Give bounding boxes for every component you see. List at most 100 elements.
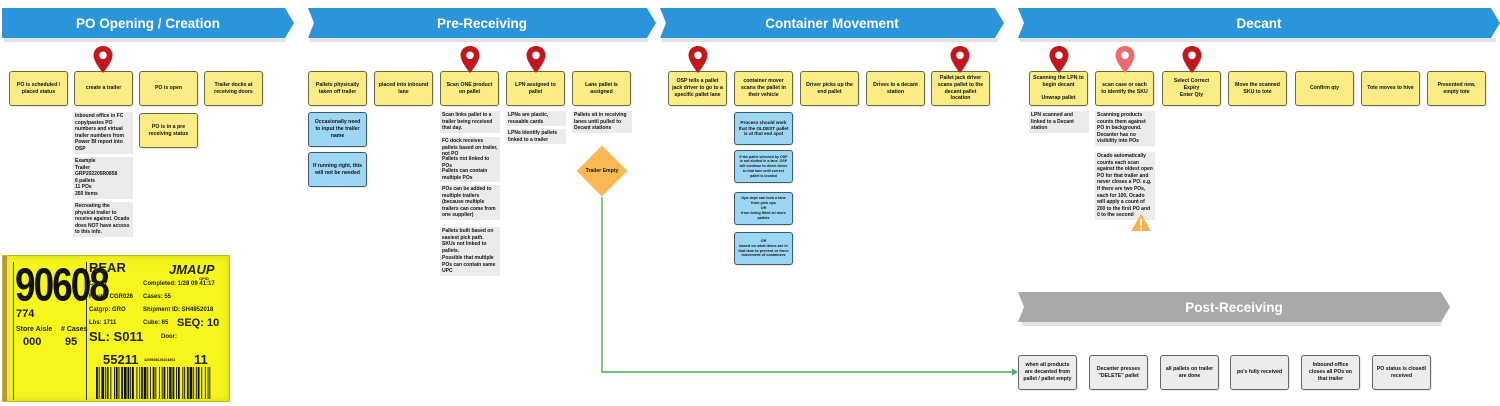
sticky-scan-case[interactable]: scan case or each to identify the SKU: [1095, 71, 1154, 106]
sticky-mover-scans[interactable]: container mover scans the pallet in thei…: [734, 71, 793, 106]
label-store-number: 90608: [15, 259, 110, 311]
note-pick-path: Pallets built based on easiest pick path…: [440, 227, 500, 256]
label-catgrp: Catgrp: GRO: [89, 307, 126, 313]
barcode-bar: [184, 367, 186, 399]
phase-decant: Decant: [1018, 8, 1500, 38]
note-dock-receives: FC dock receives pallets based on traile…: [440, 137, 500, 159]
sticky-close-pos[interactable]: Inbound office closes all POs on that tr…: [1301, 355, 1360, 390]
phase-title: Post-Receiving: [1185, 299, 1283, 315]
barcode-bar: [172, 367, 175, 399]
note-pallets-not-linked: Pallets not linked to POs: [440, 155, 500, 171]
label-cases-line: Cases: 55: [143, 294, 172, 300]
note-ocado-counts: Ocado automatically counts each scan aga…: [1095, 152, 1155, 220]
barcode-bar: [177, 367, 180, 399]
sticky-create-trailer[interactable]: create a trailer: [74, 71, 133, 106]
sticky-driver-scans-decant[interactable]: Pallet jack driver scans pallet to the d…: [931, 71, 990, 106]
sticky-po-scheduled[interactable]: PO is scheduled / placed status: [9, 71, 68, 106]
phase-pre-receiving: Pre-Receiving: [308, 8, 656, 38]
sticky-po-closed[interactable]: PO status is closed/ received: [1372, 355, 1431, 390]
label-edge: [3, 256, 7, 401]
barcode-bar: [118, 367, 120, 399]
sticky-select-expiry[interactable]: Select Correct Expiry Enter Qty: [1162, 71, 1221, 106]
sticky-osp-tells-driver[interactable]: OSP tells a pallet jack driver to go to …: [668, 71, 727, 106]
sticky-lpn-assigned[interactable]: LPN assigned to pallet: [506, 71, 565, 106]
barcode-bar: [123, 367, 127, 399]
barcode-bar: [130, 367, 132, 399]
barcode-bar: [167, 367, 168, 399]
label-cube: Cube: 65: [143, 320, 169, 326]
barcode-bar: [143, 367, 147, 399]
location-pin-icon: [688, 46, 708, 73]
sticky-pre-receiving-status[interactable]: PO is in a pre receiving status: [139, 113, 198, 148]
phase-title: Pre-Receiving: [436, 15, 528, 31]
sticky-pallet-not-slotted[interactable]: If the pallet selected by OSP is not slo…: [734, 150, 793, 183]
sticky-inbound-lane[interactable]: placed into inbound lane: [374, 71, 433, 106]
note-lpn-cards: LPNs are plastic, reusable cards: [506, 111, 566, 127]
sticky-driver-picks-up[interactable]: Driver picks up the end pallet: [800, 71, 859, 106]
barcode-bar: [207, 367, 209, 399]
sticky-confirm-qty[interactable]: Confirm qty: [1295, 71, 1354, 106]
location-pin-icon: [1182, 46, 1202, 73]
barcode-bar: [150, 367, 151, 399]
phase-post-receiving: Post-Receiving: [1018, 292, 1450, 322]
barcode-bar: [101, 367, 105, 399]
sticky-input-trailer-name[interactable]: Occasionally need to input the trailer n…: [308, 112, 367, 147]
barcode-bar: [193, 367, 195, 399]
note-scanning-counts: Scanning products counts them against PO…: [1095, 111, 1155, 146]
label-barcode-suffix: 11: [194, 352, 208, 367]
sticky-tote-to-hive[interactable]: Tote moves to hive: [1361, 71, 1420, 106]
phase-title: Container Movement: [765, 15, 899, 31]
label-left-column: [13, 262, 87, 400]
location-pin-icon: [460, 46, 480, 73]
barcode-bar: [201, 367, 203, 399]
note-inbound-office: Inbound office in FC copy/pastes PO numb…: [73, 112, 133, 154]
decision-label: Trailer Empty: [585, 168, 619, 174]
location-pin-icon: [93, 46, 113, 73]
barcode-bar: [106, 367, 109, 399]
sticky-new-tote[interactable]: Presented new, empty tote: [1427, 71, 1486, 106]
barcode-bar: [96, 367, 98, 399]
barcode-bar: [161, 367, 163, 399]
location-pin-icon: [526, 46, 546, 73]
barcode-bar: [209, 367, 211, 399]
sticky-lock-lane[interactable]: Ops dept can lock a lane from pick ups O…: [734, 192, 793, 225]
sticky-po-open[interactable]: PO is open: [139, 71, 198, 106]
sticky-scan-one-product[interactable]: Scan ONE product on pallet: [440, 71, 499, 106]
note-lpn-linked: LPN scanned and linked to a Decant stati…: [1029, 111, 1089, 133]
phase-title: PO Opening / Creation: [75, 15, 220, 31]
sticky-scan-lpn-decant[interactable]: Scanning the LPN to begin decant Unwrap …: [1029, 71, 1088, 106]
sticky-pallets-off-trailer[interactable]: Pallets physically taken off trailer: [308, 71, 367, 106]
warning-icon: [1131, 214, 1151, 231]
barcode-bar: [159, 367, 160, 399]
note-multiple-trailers: POs can be added to multiple trailers (b…: [440, 185, 500, 220]
sticky-oldest-pallet[interactable]: Process should work that the OLDEST pall…: [734, 112, 793, 145]
sticky-drives-to-decant[interactable]: Drives to a decant station: [866, 71, 925, 106]
barcode-bar: [114, 367, 115, 399]
label-sl: SL: S011: [89, 329, 144, 344]
decision-trailer-empty[interactable]: Trailer Empty: [576, 145, 628, 197]
barcode-bar: [136, 367, 138, 399]
label-code: JMAUP: [169, 262, 215, 277]
barcode-graphic: [96, 367, 211, 399]
note-pallets-sit: Pallets sit in receiving lanes until pul…: [572, 111, 632, 133]
location-pin-icon: [1115, 46, 1135, 73]
label-barcode-small: 4205608146104802: [144, 358, 176, 362]
sticky-products-decanted[interactable]: when all products are decanted from pall…: [1018, 355, 1077, 390]
label-cases-caption: # Cases: [61, 326, 88, 333]
sticky-running-right[interactable]: If running right, this will not be neede…: [308, 152, 367, 187]
note-example: Example Trailer GRP202205R0858 6 pallets…: [73, 157, 133, 199]
sticky-trailer-docks[interactable]: Trailer docks at receiving doors: [204, 71, 263, 106]
note-lpn-identify: LPNs identify pallets linked to a traile…: [506, 129, 566, 145]
barcode-bar: [141, 367, 143, 399]
sticky-move-to-tote[interactable]: Move the scanned SKU to tote: [1228, 71, 1287, 106]
sticky-pallets-done[interactable]: all pallets on trailer are done: [1160, 355, 1219, 390]
barcode-bar: [98, 367, 100, 399]
barcode-bar: [163, 367, 166, 399]
note-multiple-pos: Pallets can contain multiple POs: [440, 167, 500, 183]
sticky-lane-assigned[interactable]: Lane pallet is assigned: [572, 71, 631, 106]
sticky-pos-received[interactable]: po's fully received: [1230, 355, 1289, 390]
sticky-force-movement[interactable]: OR based on what items are in that lane …: [734, 232, 793, 265]
label-door: Door:: [161, 334, 177, 340]
label-sub-number: 774: [16, 308, 35, 320]
sticky-delete-pallet[interactable]: Decanter presses "DELETE" pallet: [1089, 355, 1148, 390]
